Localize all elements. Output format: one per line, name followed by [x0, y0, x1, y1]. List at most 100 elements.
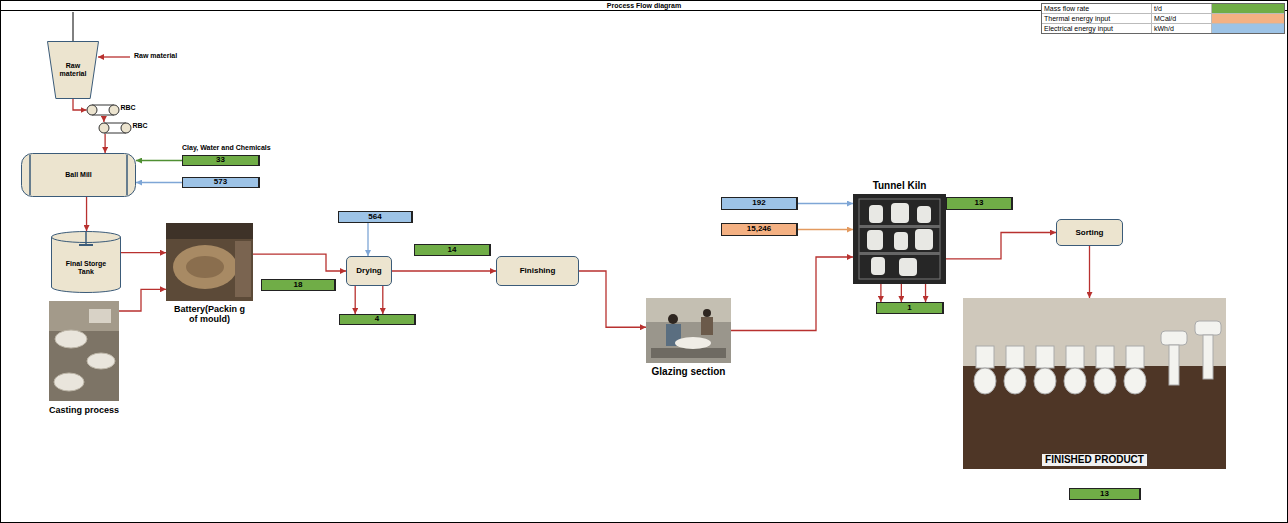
text-holder: 564	[339, 212, 411, 222]
node-text: 564	[368, 213, 381, 222]
storage-tank: Final Storge Tank	[51, 231, 121, 293]
node-text: Final Storge Tank	[61, 260, 111, 276]
legend-row: Thermal energy inputMCal/d	[1042, 14, 1284, 24]
casting-photo	[49, 301, 119, 401]
photo-toilet	[1034, 368, 1056, 394]
photo-ware	[54, 373, 84, 391]
legend-swatch	[1212, 24, 1284, 33]
agitator-shaft	[85, 232, 87, 246]
photo-toilet	[974, 368, 996, 394]
photo-node: Battery(Packin g of mould)	[166, 223, 253, 301]
flow-arrow	[946, 233, 1056, 259]
photo-ware	[899, 258, 917, 276]
node-text: Finishing	[520, 266, 556, 275]
roller	[109, 105, 119, 115]
node-text: 192	[752, 199, 765, 208]
tank-body	[52, 237, 121, 287]
roller	[99, 123, 109, 133]
value-box: 1	[876, 302, 944, 314]
text-holder: RBC	[87, 104, 147, 116]
text-holder: FINISHED PRODUCT	[963, 449, 1226, 467]
glazing-photo	[646, 298, 731, 363]
photo-toilet	[1036, 346, 1054, 368]
photo-toilet	[1096, 346, 1114, 368]
text-holder: 18	[262, 280, 334, 290]
photo-ware	[891, 203, 909, 223]
text-holder: Ball Mill	[21, 153, 136, 197]
text-holder: Final Storge Tank	[51, 231, 121, 293]
photo-ware	[55, 330, 87, 348]
text-holder: Battery(Packin g of mould)	[174, 304, 246, 325]
node-text: Battery(Packin g of mould)	[174, 304, 246, 325]
tank-side	[120, 237, 121, 287]
finished-photo	[963, 298, 1226, 469]
label-holder: Raw material	[134, 52, 177, 60]
photo-toilet	[1004, 368, 1026, 394]
agitator-blade	[79, 244, 93, 246]
flow-arrow	[901, 284, 902, 302]
node-text: Ball Mill	[65, 171, 91, 179]
unit-label: t/d	[1154, 4, 1211, 13]
photo-basin	[1195, 321, 1221, 335]
mill-drum	[22, 154, 136, 197]
conveyor-symbol-outline	[99, 122, 159, 134]
node-text: 14	[448, 246, 457, 255]
photo-node: Casting process	[49, 301, 119, 401]
legend-text: Mass flow rate	[1044, 4, 1151, 13]
flow-arrow	[367, 223, 368, 256]
ball-mill-shape: Ball Mill	[21, 153, 136, 197]
belt-line	[104, 123, 126, 124]
photo-toilet	[976, 346, 994, 368]
photo-ware	[867, 230, 883, 250]
text-holder: 14	[415, 245, 489, 255]
roller	[121, 123, 131, 133]
node-text: 573	[214, 178, 227, 187]
photo-toilet	[1124, 368, 1146, 394]
belt-line	[92, 115, 114, 116]
flow-arrow	[104, 134, 105, 153]
text-holder: 192	[722, 198, 796, 209]
battery-photo	[166, 223, 253, 301]
value-box: 573	[182, 177, 260, 188]
photo-ground	[853, 194, 946, 284]
text-holder: Tunnel Kiln	[873, 180, 927, 192]
flow-arrow	[136, 182, 182, 183]
photo-mould	[89, 309, 111, 323]
mill-end	[126, 155, 128, 195]
value-box: 192	[721, 197, 798, 210]
photo-toilet	[1006, 346, 1024, 368]
conveyor-symbol-outline	[87, 104, 147, 116]
hopper-outline	[48, 42, 99, 99]
flow-arrow	[136, 160, 182, 161]
text-holder: Glazing section	[652, 366, 726, 378]
flow-arrow	[731, 257, 853, 331]
photo-mould	[186, 256, 224, 278]
photo-basin	[1161, 331, 1187, 345]
legend-cell: kWh/d	[1152, 24, 1212, 33]
flow-arrow	[119, 289, 166, 311]
flow-arrow	[880, 284, 881, 302]
legend-cell: MCal/d	[1152, 14, 1212, 23]
photo-ground	[646, 298, 731, 363]
photo-worker	[703, 309, 711, 317]
photo-ground	[49, 301, 119, 401]
node-text: RBC	[133, 122, 148, 129]
node-text: Tunnel Kiln	[873, 180, 927, 192]
value-box: 4	[339, 314, 416, 325]
conveyor-symbol: RBC	[87, 104, 147, 116]
node-text: RBC	[121, 104, 136, 111]
text-holder: 4	[340, 315, 414, 324]
photo-toilet	[1094, 368, 1116, 394]
photo-toilet	[1066, 346, 1084, 368]
text-holder: 15,246	[722, 224, 796, 235]
belt-line	[104, 133, 126, 134]
value-box: 564	[338, 211, 413, 223]
legend-table: Mass flow ratet/dThermal energy inputMCa…	[1041, 3, 1285, 34]
kiln-photo	[853, 194, 946, 284]
flow-arrow	[798, 203, 853, 204]
unit-label: MCal/d	[1154, 14, 1211, 23]
mill-end	[29, 155, 31, 195]
label-holder: Clay, Water and Chemicals	[182, 144, 271, 152]
flow-arrow	[73, 99, 87, 110]
flow-arrow	[798, 229, 853, 230]
